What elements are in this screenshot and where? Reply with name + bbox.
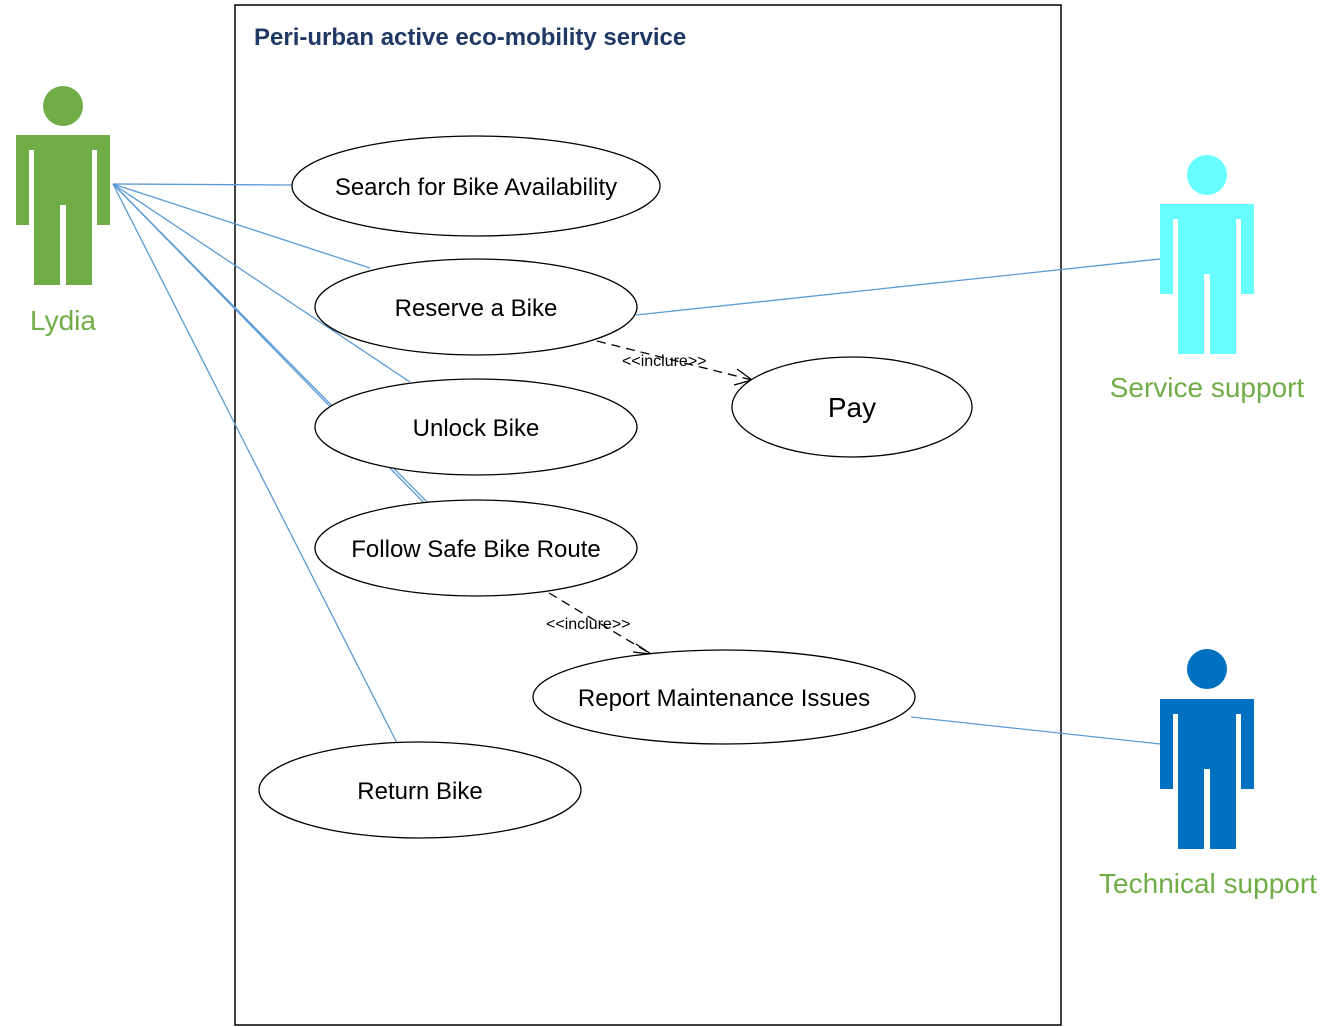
use-case-search-label: Search for Bike Availability: [335, 174, 617, 201]
actor-technical-support[interactable]: [1160, 649, 1254, 849]
system-title: Peri-urban active eco-mobility service: [254, 24, 686, 51]
actor-technical-support-label: Technical support: [1099, 868, 1317, 899]
actor-body-icon: [16, 135, 110, 285]
association-report-technical-support: [910, 716, 1161, 745]
use-case-unlock[interactable]: Unlock Bike: [314, 378, 638, 476]
association-lydia-unlock: [112, 183, 411, 383]
use-case-follow-label: Follow Safe Bike Route: [351, 536, 600, 563]
use-case-return[interactable]: Return Bike: [258, 741, 582, 839]
actor-body-icon: [1160, 699, 1254, 849]
association-reserve-service-support: [635, 258, 1161, 316]
actor-lydia[interactable]: [16, 86, 110, 285]
association-lydia-search: [112, 183, 293, 186]
lydia-associations: [112, 183, 431, 744]
actor-head-icon: [1187, 155, 1227, 195]
use-case-pay-label: Pay: [828, 392, 876, 423]
actor-head-icon: [1187, 649, 1227, 689]
use-case-report[interactable]: Report Maintenance Issues: [532, 649, 916, 745]
actor-head-icon: [43, 86, 83, 126]
use-case-search[interactable]: Search for Bike Availability: [291, 135, 661, 237]
use-case-return-label: Return Bike: [357, 778, 482, 805]
include-label-2: <<inclure>>: [546, 616, 631, 633]
use-case-pay[interactable]: Pay: [731, 356, 973, 458]
association-lydia-reserve: [112, 183, 371, 269]
association-lydia-return: [112, 183, 398, 744]
use-case-follow[interactable]: Follow Safe Bike Route: [314, 499, 638, 597]
use-case-unlock-label: Unlock Bike: [413, 415, 540, 442]
actor-lydia-label: Lydia: [30, 305, 96, 336]
actor-service-support[interactable]: [1160, 155, 1254, 354]
actor-service-support-label: Service support: [1110, 372, 1305, 403]
use-case-reserve-label: Reserve a Bike: [395, 295, 558, 322]
include-label-1: <<inclure>>: [622, 353, 707, 370]
use-case-report-label: Report Maintenance Issues: [578, 685, 870, 712]
use-case-reserve[interactable]: Reserve a Bike: [314, 258, 638, 356]
actor-body-icon: [1160, 204, 1254, 354]
